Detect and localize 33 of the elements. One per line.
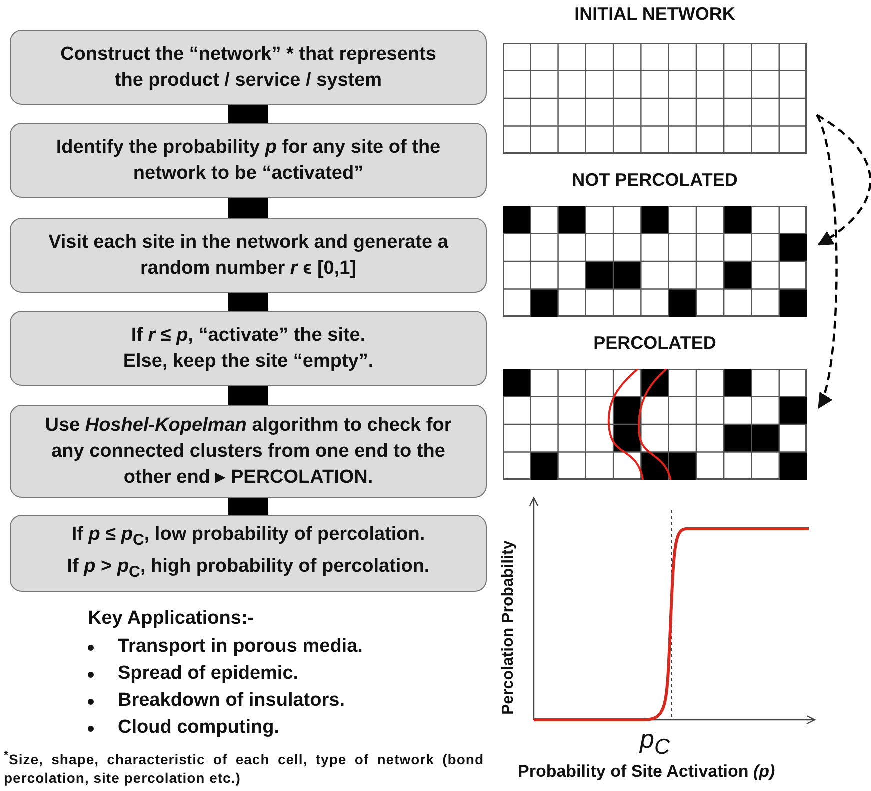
footnote-text: $^{*}$Size, shape, characteristic of each cell, type of network (bond percolation, site percolation etc.) [4, 748, 484, 787]
process-box [10, 311, 487, 386]
list-heading: Key Applications:- [88, 608, 254, 630]
process-box [10, 515, 487, 592]
list-item: Transport in porous media. [118, 636, 363, 658]
step-text: If p > p$_{C}$, high probability of percolation. [67, 554, 430, 582]
step-text: Visit each site in the network and generate a random number r ϵ [0,1] [48, 230, 450, 280]
grid-title: NOT PERCOLATED [571, 170, 739, 191]
threshold-label: p$_{C}$ [640, 724, 670, 760]
connector-bar [228, 198, 268, 218]
list-item: Breakdown of insulators. [118, 690, 345, 712]
step-text: Else, keep the site “empty”. [123, 350, 374, 374]
arrow [816, 114, 871, 246]
connector-bar [228, 105, 268, 123]
connector-bar [228, 386, 268, 405]
connector-bar [228, 293, 268, 311]
arrow [816, 114, 838, 410]
list-item: Cloud computing. [118, 717, 280, 739]
process-box [10, 218, 487, 293]
process-box [10, 30, 487, 105]
step-text: Identify the probability p for any site of the network to be “activated” [55, 136, 442, 186]
grid-title: PERCOLATED [592, 333, 718, 354]
axis-title: Percolation Probability [500, 540, 518, 715]
step-text: Use Hoshel-Kopelman algorithm to check for any connected clusters from one end to the other end ▸ PERCOLATION. [45, 414, 452, 490]
step-text: If r ≤ p, “activate” the site. [131, 324, 366, 348]
step-text: If p ≤ p$_{C}$, low probability of percolation. [72, 522, 426, 550]
grid-title: INITIAL NETWORK [574, 4, 736, 25]
list-item: Spread of epidemic. [118, 663, 299, 685]
step-text: Construct the “network” * that represents the product / service / system [60, 42, 438, 92]
process-box [10, 405, 487, 498]
axis-title: Probability of Site Activation (p) [518, 762, 776, 782]
process-box [10, 123, 487, 198]
connector-bar [228, 498, 268, 515]
